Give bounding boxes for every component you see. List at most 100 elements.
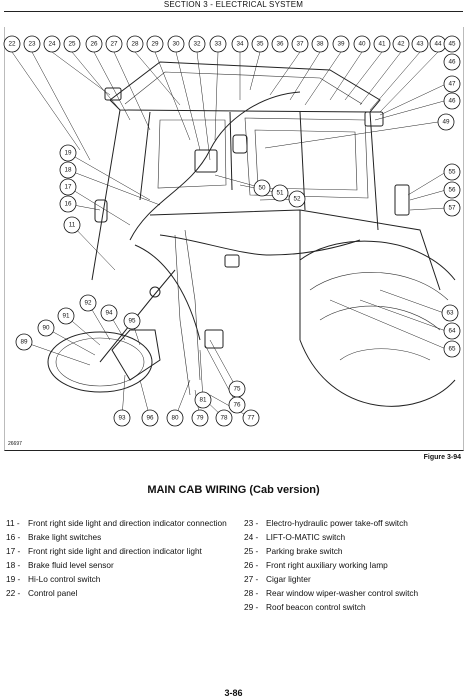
callout-22: 22	[3, 35, 21, 53]
svg-text:57: 57	[448, 205, 456, 212]
legend-item: 18 -Brake fluid level sensor	[6, 560, 228, 570]
legend-text: Brake fluid level sensor	[28, 560, 114, 570]
callout-94: 94	[100, 304, 118, 322]
svg-text:16: 16	[64, 201, 72, 208]
callout-50: 50	[253, 179, 271, 197]
callout-65: 65	[443, 340, 461, 358]
callout-19: 19	[59, 144, 77, 162]
svg-text:43: 43	[416, 41, 424, 48]
svg-text:35: 35	[256, 41, 264, 48]
svg-text:94: 94	[105, 310, 113, 317]
callout-76: 76	[228, 396, 246, 414]
drawing-code: 26697	[8, 441, 22, 447]
legend-item: 23 -Electro-hydraulic power take-off swi…	[244, 518, 464, 528]
callout-42: 42	[392, 35, 410, 53]
legend-item: 19 -Hi-Lo control switch	[6, 574, 228, 584]
callout-55: 55	[443, 163, 461, 181]
legend-left-column: 11 -Front right side light and direction…	[6, 518, 228, 602]
svg-text:29: 29	[151, 41, 159, 48]
callout-27: 27	[105, 35, 123, 53]
cab-wiring-diagram: 22 23 24 25 26 27 28 29 30 32 33 34 35 3…	[3, 35, 461, 447]
callout-93: 93	[113, 409, 131, 427]
callout-47: 47	[443, 75, 461, 93]
svg-text:52: 52	[293, 196, 301, 203]
svg-text:25: 25	[68, 41, 76, 48]
legend-number: 25 -	[244, 546, 259, 556]
legend-right-column: 23 -Electro-hydraulic power take-off swi…	[244, 518, 464, 616]
callout-32: 32	[188, 35, 206, 53]
callout-90: 90	[37, 319, 55, 337]
callout-18: 18	[59, 161, 77, 179]
svg-text:78: 78	[220, 415, 228, 422]
svg-text:23: 23	[28, 41, 36, 48]
svg-text:22: 22	[8, 41, 16, 48]
svg-text:92: 92	[84, 300, 92, 307]
legend-number: 29 -	[244, 602, 259, 612]
legend-text: Cigar lighter	[266, 574, 311, 584]
callout-35: 35	[251, 35, 269, 53]
svg-text:40: 40	[358, 41, 366, 48]
callout-64: 64	[443, 322, 461, 340]
legend-number: 24 -	[244, 532, 259, 542]
callout-40: 40	[353, 35, 371, 53]
legend-item: 29 -Roof beacon control switch	[244, 602, 464, 612]
callout-89: 89	[15, 333, 33, 351]
svg-text:49: 49	[442, 119, 450, 126]
svg-text:26: 26	[90, 41, 98, 48]
legend-number: 17 -	[6, 546, 21, 556]
callout-63: 63	[441, 304, 459, 322]
svg-text:95: 95	[128, 318, 136, 325]
svg-text:80: 80	[171, 415, 179, 422]
svg-text:50: 50	[258, 185, 266, 192]
legend-text: Parking brake switch	[266, 546, 343, 556]
callout-23: 23	[23, 35, 41, 53]
callout-37: 37	[291, 35, 309, 53]
callout-41: 41	[373, 35, 391, 53]
callout-96: 96	[141, 409, 159, 427]
svg-text:11: 11	[69, 222, 76, 229]
svg-text:41: 41	[378, 41, 386, 48]
svg-text:96: 96	[146, 415, 154, 422]
callout-30: 30	[167, 35, 185, 53]
svg-text:28: 28	[131, 41, 139, 48]
callout-43: 43	[411, 35, 429, 53]
legend-item: 16 -Brake light switches	[6, 532, 228, 542]
callout-77: 77	[242, 409, 260, 427]
legend-item: 24 -LIFT-O-MATIC switch	[244, 532, 464, 542]
section-header: SECTION 3 - ELECTRICAL SYSTEM	[163, 0, 304, 9]
callout-92: 92	[79, 294, 97, 312]
svg-text:63: 63	[446, 310, 454, 317]
legend-item: 26 -Front right auxiliary working lamp	[244, 560, 464, 570]
legend-text: Hi-Lo control switch	[28, 574, 101, 584]
figure-caption: MAIN CAB WIRING (Cab version)	[147, 484, 320, 496]
callout-33: 33	[209, 35, 227, 53]
svg-text:79: 79	[196, 415, 204, 422]
callout-57: 57	[443, 199, 461, 217]
svg-text:27: 27	[110, 41, 118, 48]
callout-81: 81	[194, 391, 212, 409]
callout-75: 75	[228, 380, 246, 398]
svg-text:65: 65	[448, 346, 456, 353]
callout-46-top: 46	[443, 53, 461, 71]
callout-78: 78	[215, 409, 233, 427]
callout-24: 24	[43, 35, 61, 53]
legend-text: Electro-hydraulic power take-off switch	[266, 518, 408, 528]
callout-17: 17	[59, 178, 77, 196]
legend-number: 26 -	[244, 560, 259, 570]
callout-25: 25	[63, 35, 81, 53]
legend-item: 22 -Control panel	[6, 588, 228, 598]
svg-text:76: 76	[233, 402, 241, 409]
callout-leader-lines	[11, 51, 447, 419]
callout-28: 28	[126, 35, 144, 53]
svg-text:30: 30	[172, 41, 180, 48]
legend-number: 27 -	[244, 574, 259, 584]
svg-text:46: 46	[448, 98, 456, 105]
svg-text:45: 45	[448, 41, 456, 48]
svg-text:91: 91	[62, 313, 70, 320]
svg-text:55: 55	[448, 169, 456, 176]
legend-text: Front right side light and direction ind…	[28, 546, 202, 556]
legend-number: 16 -	[6, 532, 21, 542]
svg-text:19: 19	[64, 150, 72, 157]
legend-item: 11 -Front right side light and direction…	[6, 518, 228, 528]
figure-label: Figure 3-94	[423, 454, 461, 461]
